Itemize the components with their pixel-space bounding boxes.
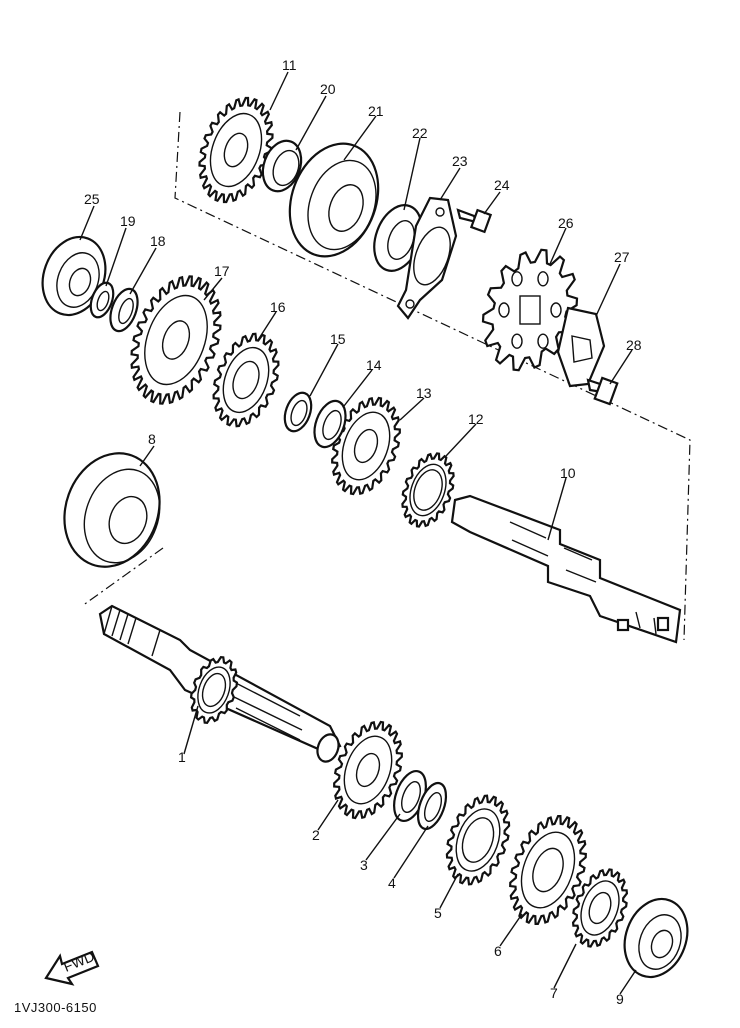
lock-washer-27 xyxy=(556,306,606,388)
part-number-label: 28 xyxy=(626,337,642,353)
gear-5 xyxy=(445,794,511,886)
washer-14 xyxy=(313,399,347,449)
gear-6 xyxy=(509,815,587,925)
part-number-label: 7 xyxy=(550,985,558,1001)
part-number-label: 21 xyxy=(368,103,384,119)
gear-16 xyxy=(212,332,280,428)
part-number-label: 8 xyxy=(148,431,156,447)
circlip-15 xyxy=(283,391,313,433)
part-number-label: 19 xyxy=(120,213,136,229)
part-number-label: 12 xyxy=(468,411,484,427)
part-number-label: 25 xyxy=(84,191,100,207)
part-number-label: 9 xyxy=(616,991,624,1007)
circlip-4 xyxy=(416,781,448,831)
collar-20 xyxy=(261,139,303,193)
bearing-8 xyxy=(63,452,161,568)
part-number-label: 5 xyxy=(434,905,442,921)
retainer-plate-23 xyxy=(396,196,458,320)
gear-1 xyxy=(189,656,239,724)
part-labels: 1234567891011121314151617181920212223242… xyxy=(84,57,642,1007)
washer-18 xyxy=(109,287,139,333)
bearing-25 xyxy=(41,235,107,317)
gear-12 xyxy=(401,452,455,528)
bearing-21 xyxy=(288,142,380,258)
bolt-28 xyxy=(586,376,619,406)
leader-lines xyxy=(79,71,637,995)
part-number-label: 17 xyxy=(214,263,230,279)
part-number-label: 13 xyxy=(416,385,432,401)
part-number-label: 16 xyxy=(270,299,286,315)
part-number-label: 18 xyxy=(150,233,166,249)
part-number-label: 23 xyxy=(452,153,468,169)
gear-11 xyxy=(198,96,274,204)
part-number-label: 22 xyxy=(412,125,428,141)
bearing-9 xyxy=(623,897,689,979)
part-number-label: 27 xyxy=(614,249,630,265)
collar-lower xyxy=(316,733,340,763)
part-number-label: 4 xyxy=(388,875,396,891)
gear-7 xyxy=(571,868,629,948)
drive-axle xyxy=(450,494,682,644)
part-number-label: 10 xyxy=(560,465,576,481)
part-number-label: 15 xyxy=(330,331,346,347)
part-number-label: 20 xyxy=(320,81,336,97)
washer-19 xyxy=(89,281,115,319)
part-number-label: 14 xyxy=(366,357,382,373)
sprocket-26 xyxy=(481,248,579,372)
part-number-label: 2 xyxy=(312,827,320,843)
part-number-label: 11 xyxy=(282,57,297,73)
gear-group xyxy=(130,96,629,948)
diagram-code: 1VJ300-6150 xyxy=(14,1000,97,1015)
part-number-label: 26 xyxy=(558,215,574,231)
part-number-label: 3 xyxy=(360,857,368,873)
part-number-label: 6 xyxy=(494,943,502,959)
gear-2 xyxy=(333,720,403,820)
oil-seal-22 xyxy=(373,204,423,272)
gear-17 xyxy=(130,275,222,405)
fwd-arrow-icon: FWD xyxy=(44,948,100,986)
screw-24 xyxy=(456,208,493,234)
part-number-label: 1 xyxy=(178,749,186,765)
assembly-boundary xyxy=(81,111,691,641)
part-number-label: 24 xyxy=(494,177,510,193)
